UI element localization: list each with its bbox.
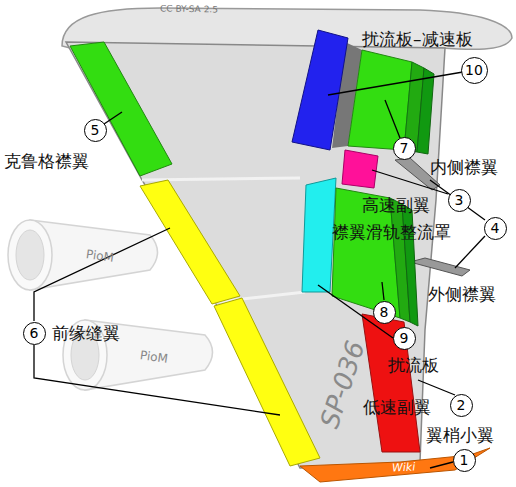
slat — [140, 180, 240, 304]
part-name: 内侧襟翼 — [430, 157, 498, 177]
leader-line — [455, 236, 485, 268]
watermark-text: PioM — [139, 348, 169, 366]
inner-flap — [348, 50, 412, 150]
part-name: 克鲁格襟翼 — [4, 151, 89, 171]
wing-divider — [142, 178, 300, 180]
callout-circle: 5 — [84, 119, 107, 142]
engine-fan — [16, 230, 44, 280]
part-name: 襟翼滑轨整流罩 — [332, 222, 451, 242]
watermark-text: PioM — [85, 247, 115, 265]
part-name: 前缘缝翼 — [52, 323, 120, 343]
speedbrake — [292, 30, 348, 150]
callout-circle: 2 — [450, 394, 473, 417]
leader-line — [104, 112, 122, 124]
low-speed-aileron — [362, 314, 420, 452]
part-name: 高速副翼 — [362, 195, 430, 215]
callout-circle: 1 — [453, 449, 476, 472]
watermark-text: Wiki — [392, 460, 416, 474]
slat — [214, 298, 320, 466]
callout-number: 2 — [457, 398, 466, 412]
callout-number: 4 — [491, 221, 500, 235]
callout-circle: 9 — [393, 327, 416, 350]
leader-line — [430, 180, 485, 220]
callout-circle: 3 — [448, 189, 471, 212]
callout-number: 6 — [30, 326, 39, 340]
wing-surface — [66, 42, 445, 468]
spoiler — [302, 178, 336, 292]
watermark-text: CC BY-SA 2.5 — [160, 3, 218, 15]
part-name: 翼梢小翼 — [426, 425, 494, 445]
part-name: 扰流板–减速板 — [362, 29, 473, 49]
leader-line — [418, 380, 455, 395]
leader-line — [382, 282, 384, 300]
callout-circle: 4 — [484, 217, 507, 240]
callout-number: 7 — [400, 141, 409, 155]
inner-flap-strip — [417, 68, 434, 154]
callout-circle: 8 — [373, 301, 396, 324]
leader-line — [385, 100, 400, 138]
callout-number: 8 — [380, 305, 389, 319]
callout-circle: 6 — [23, 322, 46, 345]
leader-line — [318, 285, 393, 338]
callout-number: 9 — [400, 331, 409, 345]
leader-line — [34, 345, 280, 415]
leader-line — [430, 462, 453, 468]
callout-number: 10 — [465, 63, 483, 77]
callout-circle: 10 — [461, 57, 488, 84]
winglet — [300, 448, 490, 482]
part-name: 扰流板 — [388, 355, 439, 375]
leader-line — [328, 72, 463, 95]
part-name: 外侧襟翼 — [428, 284, 496, 304]
callout-number: 3 — [455, 193, 464, 207]
watermark-text: SP-036 — [314, 337, 371, 432]
leader-line — [34, 228, 170, 321]
callout-number: 5 — [91, 123, 100, 137]
callout-circle: 7 — [393, 137, 416, 160]
high-speed-aileron — [342, 150, 378, 188]
part-name: 低速副翼 — [363, 397, 431, 417]
engine-inlet — [8, 220, 52, 290]
callout-number: 1 — [460, 453, 469, 467]
